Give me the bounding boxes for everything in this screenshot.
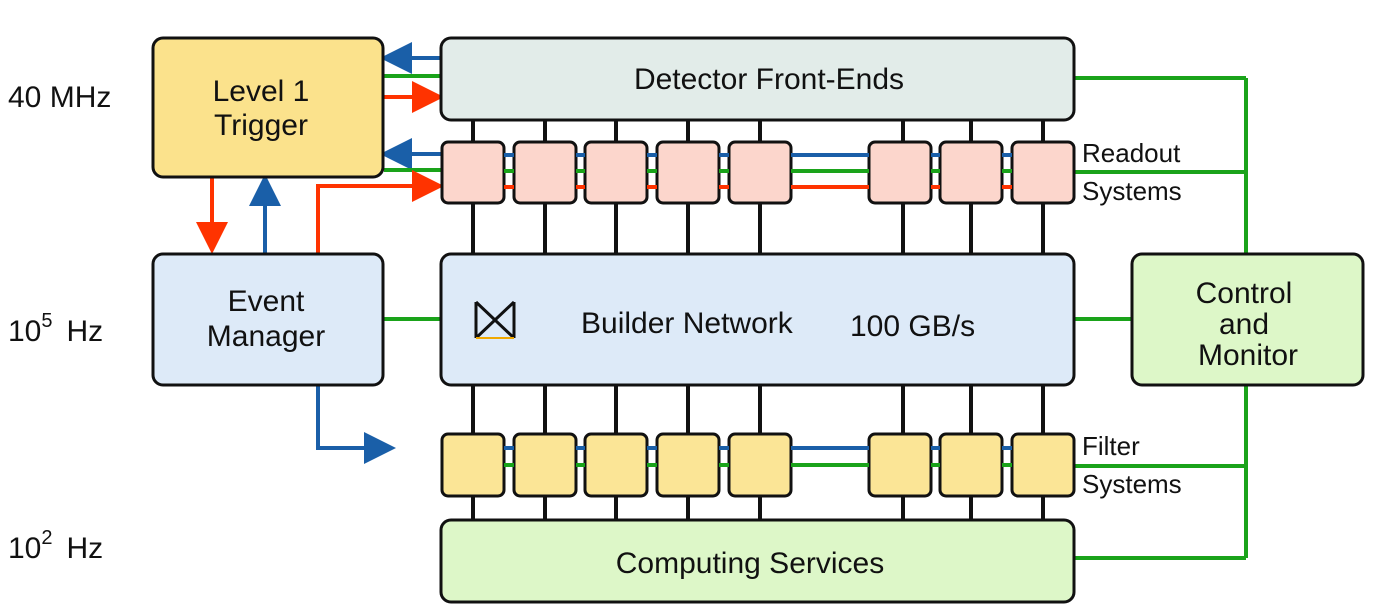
event-rate-base: 10 <box>8 315 41 348</box>
readout-cell <box>440 140 506 205</box>
control-monitor-label-line3: Monitor <box>1198 339 1298 372</box>
filter-cell <box>583 432 649 498</box>
filter-systems-label-line1: Filter <box>1082 431 1140 461</box>
filter-rate-base: 10 <box>8 532 41 565</box>
filter-systems-label-line2: Systems <box>1082 469 1182 499</box>
detector-front-ends-label: Detector Front-Ends <box>634 63 904 96</box>
control-monitor-box <box>1130 252 1365 387</box>
level1-rate-label: 40 MHz <box>8 81 111 114</box>
readout-cell <box>938 140 1004 205</box>
event-manager-label-line2: Manager <box>207 320 325 353</box>
filter-cell <box>938 432 1004 498</box>
event-manager-label-line1: Event <box>228 285 305 318</box>
readout-systems-label-line1: Readout <box>1082 138 1181 168</box>
filter-systems-row <box>440 432 1076 498</box>
event-rate-label: 105 Hz <box>8 310 103 348</box>
control-monitor-label-line1: Control <box>1196 277 1293 310</box>
filter-cell <box>440 432 506 498</box>
builder-network-box <box>439 252 1076 387</box>
builder-network-rate-label: 100 GB/s <box>850 310 975 343</box>
control-monitor-label-line2: and <box>1219 308 1269 341</box>
filter-cell <box>1010 432 1076 498</box>
builder-network-label: Builder Network <box>581 307 794 340</box>
filter-cell <box>867 432 933 498</box>
crossbar-switch-icon <box>474 300 516 340</box>
filter-rate-unit: Hz <box>67 532 104 565</box>
computing-services-label: Computing Services <box>616 547 884 580</box>
filter-rate-label: 102 Hz <box>8 527 103 565</box>
filter-cell <box>512 432 578 498</box>
readout-cell <box>867 140 933 205</box>
event-manager-box <box>151 252 385 387</box>
readout-cell <box>727 140 793 205</box>
event-to-filter-blue-link <box>316 386 396 464</box>
filter-rate-exponent: 2 <box>41 527 52 549</box>
computing-services-box <box>439 518 1076 604</box>
filter-cell <box>655 432 721 498</box>
event-to-readout-red-link <box>316 170 444 254</box>
level1-trigger-label-line1: Level 1 <box>213 75 310 108</box>
detector-front-ends-box <box>439 36 1076 122</box>
readout-systems-label-line2: Systems <box>1082 176 1182 206</box>
readout-systems-row <box>440 140 1076 205</box>
event-rate-exponent: 5 <box>41 310 52 332</box>
bus-gap-segments <box>504 153 1012 467</box>
filter-cell <box>727 432 793 498</box>
readout-cell <box>512 140 578 205</box>
level1-trigger-label-line2: Trigger <box>214 109 308 142</box>
event-rate-unit: Hz <box>67 315 104 348</box>
readout-cell <box>1010 140 1076 205</box>
readout-cell <box>655 140 721 205</box>
readout-cell <box>583 140 649 205</box>
level1-trigger-box <box>151 36 385 179</box>
